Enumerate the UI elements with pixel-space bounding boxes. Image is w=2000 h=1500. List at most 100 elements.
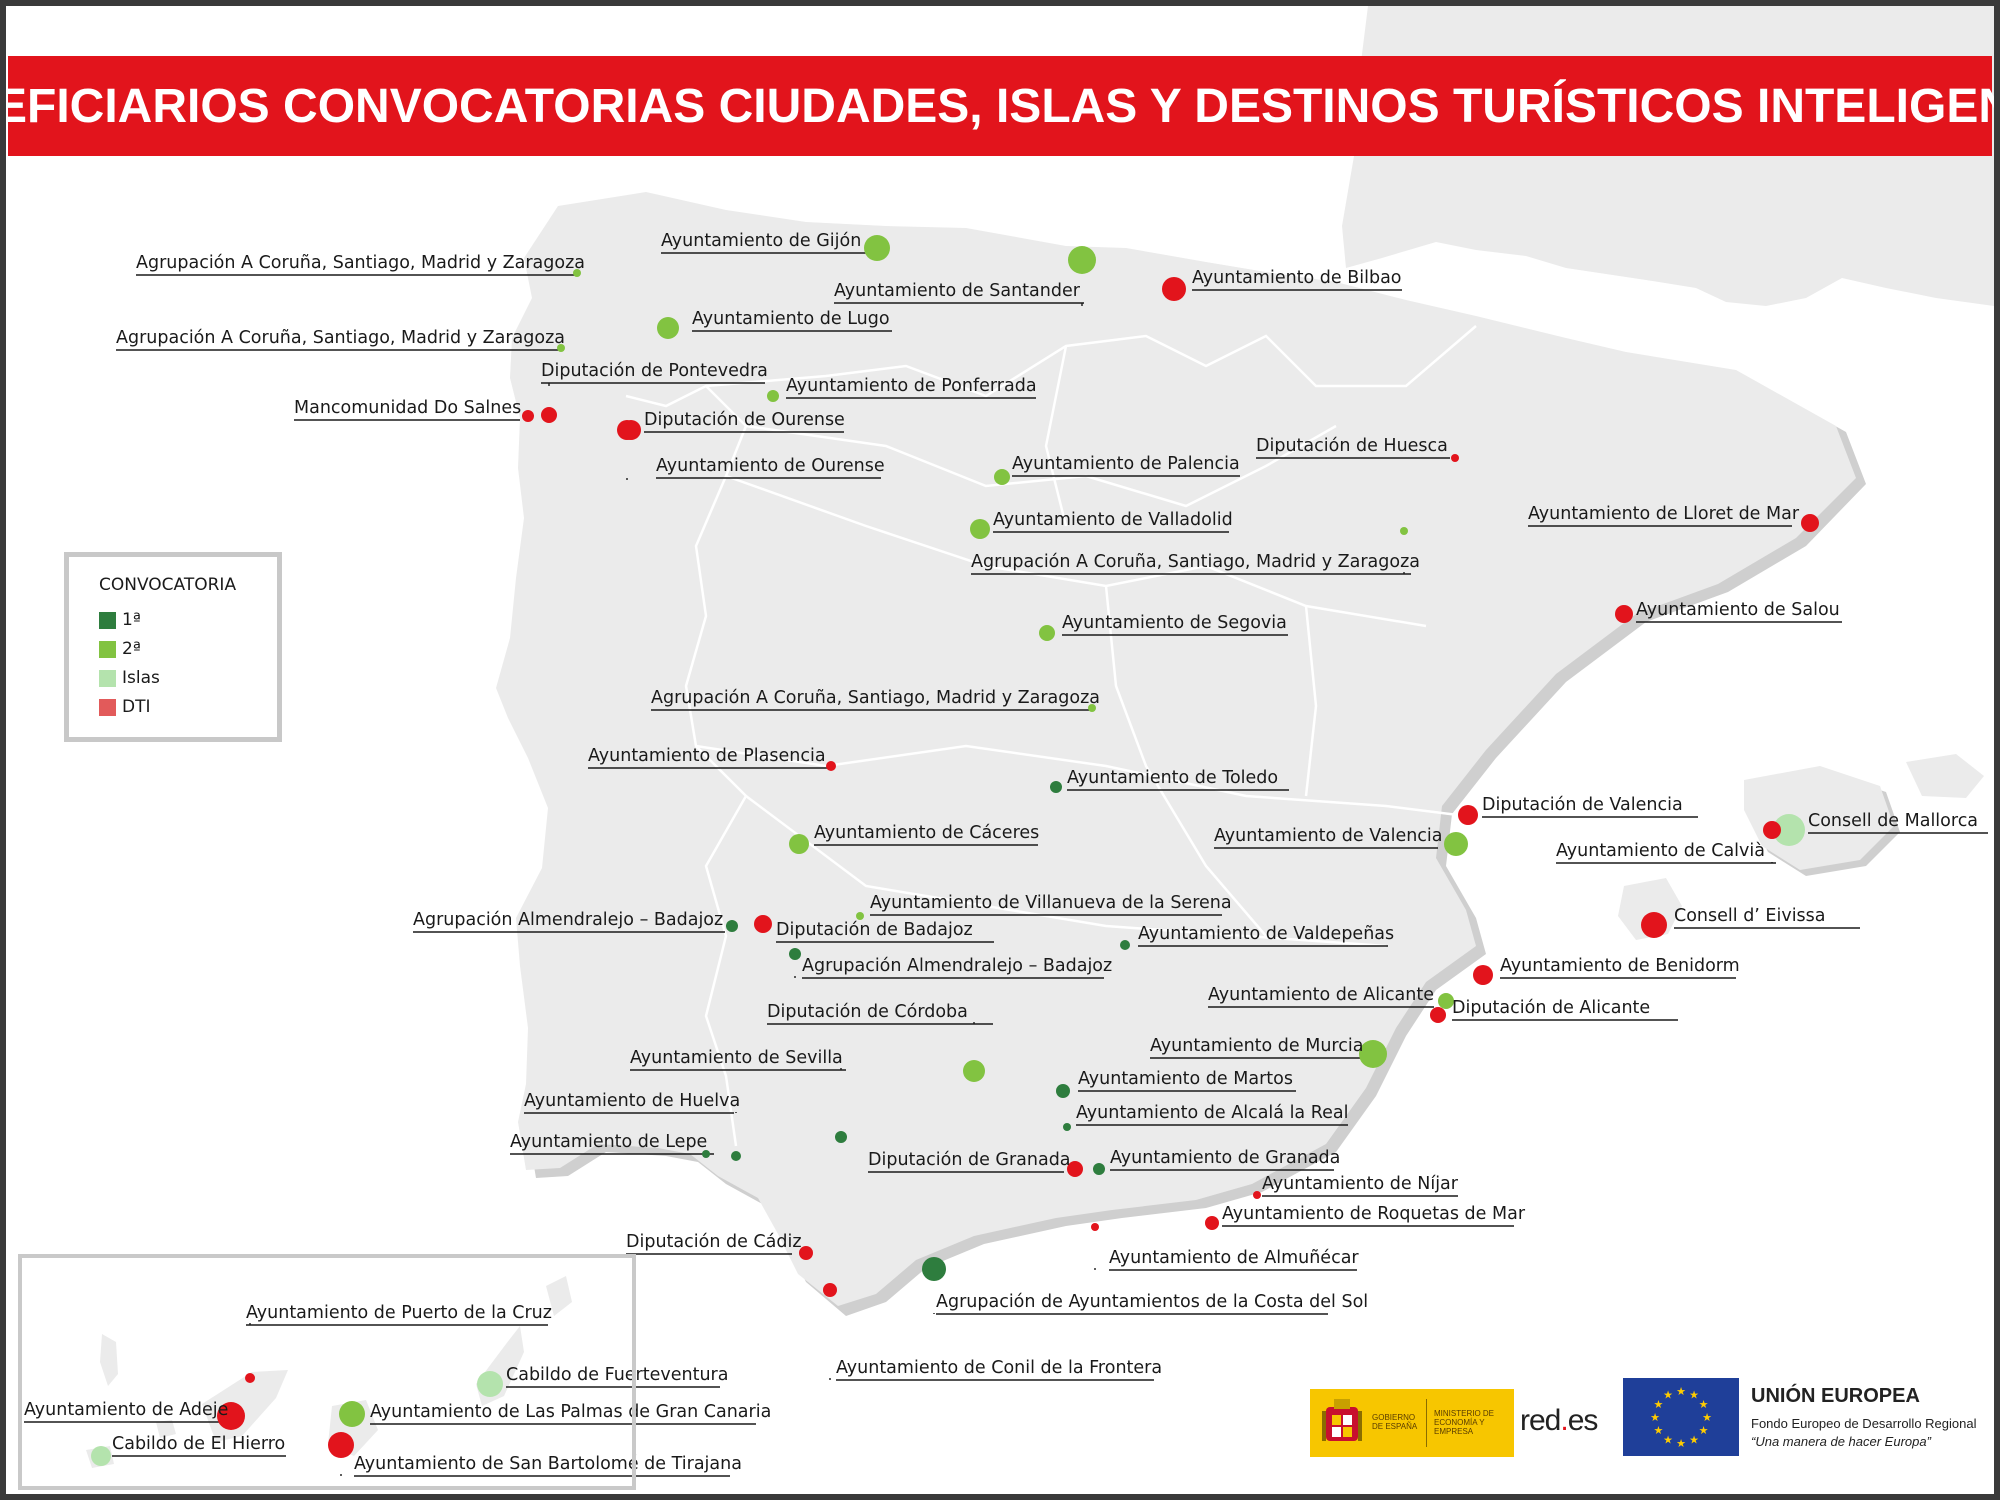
- beneficiary-label: Ayuntamiento de Ourense: [656, 456, 885, 476]
- beneficiary-marker: [767, 390, 779, 402]
- eu-stars-icon: ★★★★★★★★★★★★: [1650, 1385, 1712, 1450]
- beneficiary-label: Ayuntamiento de Adeje: [24, 1400, 229, 1420]
- beneficiary-label: Agrupación A Coruña, Santiago, Madrid y …: [971, 552, 1420, 572]
- beneficiary-label: Ayuntamiento de Murcia: [1150, 1036, 1364, 1056]
- legend-title: CONVOCATORIA: [99, 575, 237, 595]
- beneficiary-marker: [864, 235, 890, 261]
- beneficiary-label: Ayuntamiento de Valencia: [1214, 826, 1443, 846]
- eu-star-icon: ★: [1663, 1388, 1673, 1401]
- beneficiary-marker: [1458, 805, 1478, 825]
- beneficiary-marker: [970, 519, 990, 539]
- leader-line: [794, 976, 1104, 979]
- beneficiary-label: Diputación de Huesca: [1256, 436, 1448, 456]
- beneficiary-label: Ayuntamiento de Roquetas de Mar: [1222, 1204, 1526, 1224]
- beneficiary-marker: [91, 1446, 111, 1466]
- beneficiary-label: Ayuntamiento de Segovia: [1062, 613, 1287, 633]
- leader-line: [1094, 1268, 1357, 1271]
- beneficiary-marker: [1430, 1007, 1446, 1023]
- gomera-land: [156, 1420, 176, 1438]
- beneficiary-label: Diputación de Ourense: [644, 410, 845, 430]
- beneficiary-marker: [1093, 1163, 1105, 1175]
- eu-star-icon: ★: [1689, 1388, 1699, 1401]
- ministerio-text: MINISTERIO DE ECONOMÍA Y EMPRESA: [1434, 1409, 1495, 1436]
- beneficiary-label: Ayuntamiento de Toledo: [1067, 768, 1279, 788]
- beneficiary-label: Ayuntamiento de San Bartolomé de Tirajan…: [354, 1454, 742, 1474]
- beneficiary-marker: [1615, 605, 1633, 623]
- beneficiary-label: Ayuntamiento de Sevilla: [630, 1048, 843, 1068]
- beneficiary-label: Diputación de Badajoz: [776, 920, 973, 940]
- beneficiary-label: Diputación de Córdoba: [767, 1002, 968, 1022]
- gobierno-divider: [1426, 1399, 1427, 1447]
- beneficiary-label: Ayuntamiento de Santander: [834, 281, 1080, 301]
- beneficiary-label: Ayuntamiento de Huelva: [524, 1091, 741, 1111]
- beneficiary-label: Ayuntamiento de Alcalá la Real: [1076, 1103, 1349, 1123]
- menorca-land: [1906, 754, 1984, 798]
- beneficiary-marker: [1444, 832, 1468, 856]
- eu-flag-icon: ★★★★★★★★★★★★: [1623, 1378, 1739, 1456]
- gobierno-text: GOBIERNO DE ESPAÑA: [1372, 1413, 1418, 1431]
- beneficiary-label: Diputación de Alicante: [1452, 998, 1651, 1018]
- map-canvas: [24, 6, 1994, 1477]
- beneficiary-label: Diputación de Granada: [868, 1150, 1071, 1170]
- beneficiary-label: Ayuntamiento de Valdepeñas: [1138, 924, 1395, 944]
- eu-star-icon: ★: [1663, 1434, 1673, 1447]
- legend-item-1: 1ª: [99, 609, 141, 631]
- beneficiary-marker: [1039, 625, 1055, 641]
- leader-line: [246, 1323, 548, 1326]
- leader-line: [1556, 862, 1776, 864]
- beneficiary-label: Ayuntamiento de Puerto de la Cruz: [246, 1303, 552, 1323]
- title-bar: BENEFICIARIOS CONVOCATORIAS CIUDADES, IS…: [6, 56, 1994, 156]
- legend-swatch: [99, 640, 116, 658]
- beneficiary-marker: [754, 915, 772, 933]
- leader-line: [630, 1068, 846, 1071]
- beneficiary-label: Agrupación A Coruña, Santiago, Madrid y …: [116, 328, 565, 348]
- beneficiary-label: Mancomunidad Do Salnes: [294, 398, 522, 418]
- beneficiary-marker: [994, 469, 1010, 485]
- eu-star-icon: ★: [1650, 1411, 1660, 1424]
- beneficiary-label: Diputación de Valencia: [1482, 795, 1683, 815]
- leader-lines: [24, 252, 1988, 1477]
- beneficiary-marker: [856, 912, 864, 920]
- eu-star-icon: ★: [1702, 1411, 1712, 1424]
- beneficiary-label: Ayuntamiento de Lepe: [510, 1132, 708, 1152]
- beneficiary-marker: [477, 1371, 503, 1397]
- beneficiary-label: Ayuntamiento de Martos: [1078, 1069, 1293, 1089]
- coat-of-arms-icon: [1322, 1399, 1362, 1441]
- beneficiary-marker: [1162, 277, 1186, 301]
- beneficiary-label: Diputación de Pontevedra: [541, 361, 768, 381]
- legend-swatch: [99, 698, 116, 716]
- eu-star-icon: ★: [1654, 1424, 1664, 1437]
- beneficiary-marker: [1763, 821, 1781, 839]
- beneficiary-label: Ayuntamiento de Bilbao: [1192, 268, 1402, 288]
- eu-motto: “Una manera de hacer Europa”: [1751, 1434, 1931, 1449]
- beneficiary-label: Ayuntamiento de Gijón: [661, 231, 862, 251]
- beneficiary-marker: [963, 1060, 985, 1082]
- france-land: [1342, 6, 1994, 306]
- eu-star-icon: ★: [1699, 1424, 1709, 1437]
- beneficiary-marker: [328, 1432, 354, 1458]
- eu-star-icon: ★: [1689, 1434, 1699, 1447]
- leader-line: [767, 1022, 993, 1025]
- beneficiary-marker: [339, 1401, 365, 1427]
- leader-line: [626, 477, 881, 480]
- beneficiary-label: Ayuntamiento de Almuñécar: [1109, 1248, 1359, 1268]
- beneficiary-label: Ayuntamiento de Ponferrada: [786, 376, 1037, 396]
- beneficiary-marker: [1068, 246, 1096, 274]
- beneficiary-marker: [1773, 814, 1805, 846]
- beneficiary-label: Ayuntamiento de Granada: [1110, 1148, 1341, 1168]
- legend-swatch: [99, 611, 116, 629]
- beneficiary-marker: [1451, 454, 1459, 462]
- beneficiary-marker: [217, 1402, 245, 1430]
- beneficiary-label: Ayuntamiento de Valladolid: [993, 510, 1233, 530]
- beneficiary-marker: [1641, 912, 1667, 938]
- beneficiary-marker: [823, 1283, 837, 1297]
- eu-fund: Fondo Europeo de Desarrollo Regional: [1751, 1416, 1977, 1431]
- legend-item-islas: Islas: [99, 667, 160, 689]
- beneficiary-marker: [1120, 940, 1130, 950]
- beneficiary-marker: [1091, 1223, 1099, 1231]
- beneficiary-marker: [1400, 527, 1408, 535]
- beneficiary-marker: [541, 407, 557, 423]
- beneficiary-marker: [922, 1257, 946, 1281]
- beneficiary-marker: [1063, 1123, 1071, 1131]
